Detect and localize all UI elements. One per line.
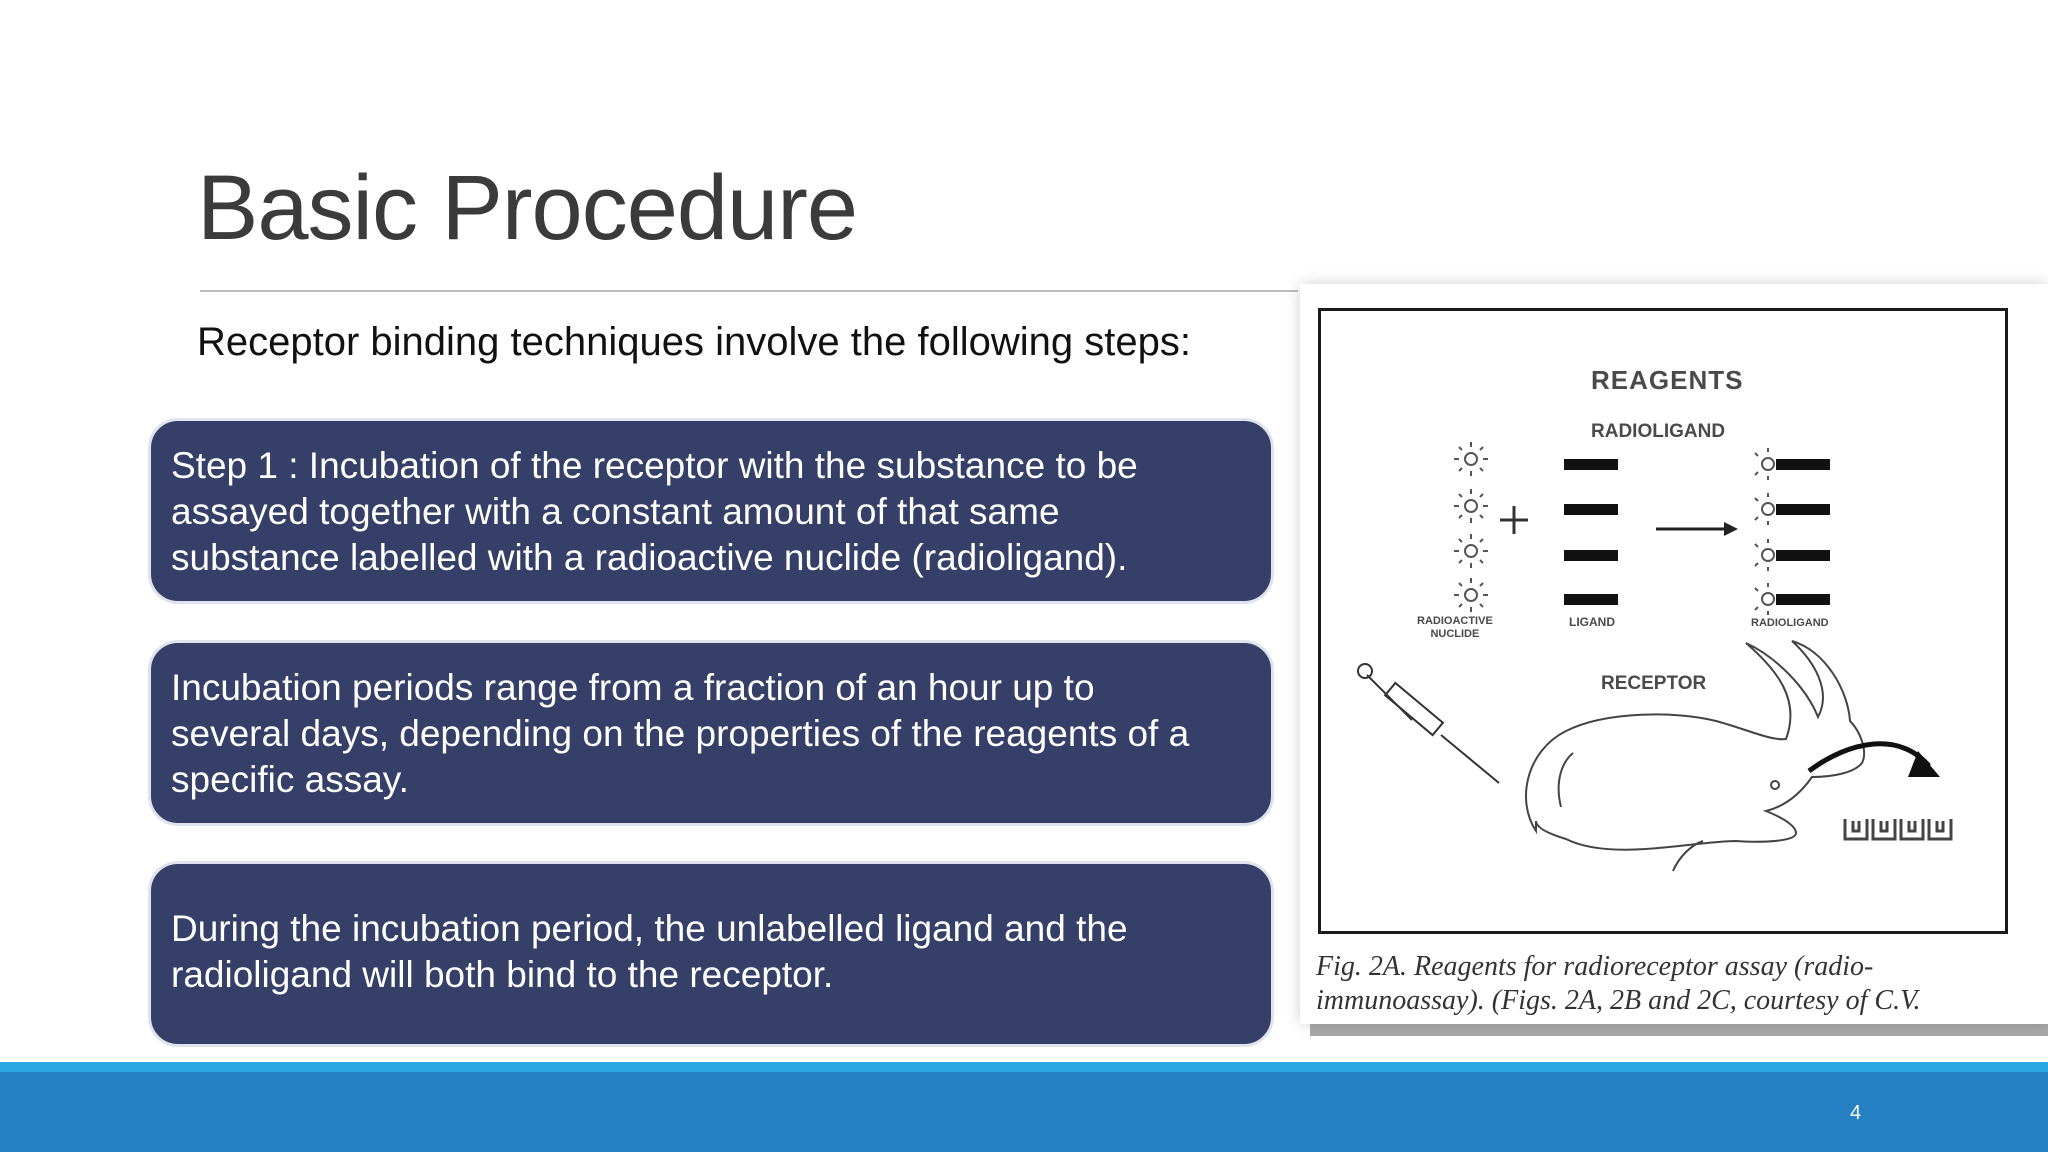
ligand-label: LIGAND — [1569, 615, 1615, 629]
footer-accent-line — [0, 1062, 2048, 1072]
reagents-diagram — [1357, 442, 1953, 872]
step-1-line-2: assayed together with a constant amount … — [171, 491, 1060, 532]
radioactive-nuclide-label: RADIOACTIVE NUCLIDE — [1417, 615, 1493, 640]
radioligand-small-label: RADIOLIGAND — [1751, 617, 1829, 629]
right-arrow-icon — [1656, 522, 1738, 536]
step-box-1: Step 1 : Incubation of the receptor with… — [148, 418, 1274, 604]
footer-bar — [0, 1072, 2048, 1152]
reagents-label: REAGENTS — [1591, 365, 1744, 395]
slide-number: 4 — [1850, 1102, 1862, 1124]
intro-text: Receptor binding techniques involve the … — [197, 320, 1191, 364]
curved-arrow-icon — [1807, 741, 1940, 777]
figure-diagram: REAGENTS RADIOLIGAND RADIOACTIVE NUCLIDE… — [1318, 308, 2008, 934]
radioligand-icons — [1754, 448, 1830, 615]
caption-line-1: Fig. 2A. Reagents for radioreceptor assa… — [1316, 951, 1874, 982]
title-divider — [200, 290, 1298, 292]
step-3-line-1: During the incubation period, the unlabe… — [171, 908, 1128, 949]
test-tubes-icon — [1843, 819, 1953, 841]
step-box-2: Incubation periods range from a fraction… — [148, 640, 1274, 826]
step-1-line-3: substance labelled with a radioactive nu… — [171, 537, 1128, 578]
syringe-icon — [1357, 663, 1500, 784]
step-box-3: During the incubation period, the unlabe… — [148, 861, 1274, 1047]
step-3-line-2: radioligand will both bind to the recept… — [171, 954, 834, 995]
figure-caption: Fig. 2A. Reagents for radioreceptor assa… — [1316, 950, 2032, 1018]
nuclide-icon — [1454, 489, 1488, 523]
rabbit-drawing — [1525, 640, 1866, 872]
plus-icon — [1500, 506, 1528, 534]
radioligand-label: RADIOLIGAND — [1591, 421, 1726, 442]
caption-line-2: immunoassay). (Figs. 2A, 2B and 2C, cour… — [1316, 985, 1921, 1016]
ligand-bars — [1564, 459, 1618, 605]
nuclide-icon — [1454, 442, 1488, 476]
nuclide-icon — [1454, 534, 1488, 568]
assay-figure: REAGENTS RADIOLIGAND RADIOACTIVE NUCLIDE… — [1300, 284, 2048, 1024]
receptor-label: RECEPTOR — [1601, 673, 1707, 694]
radioactive-nuclide-icons — [1454, 442, 1488, 612]
step-2-line-2: several days, depending on the propertie… — [171, 713, 1190, 754]
step-1-line-1: Step 1 : Incubation of the receptor with… — [171, 445, 1138, 486]
step-2-line-1: Incubation periods range from a fraction… — [171, 667, 1095, 708]
slide-title: Basic Procedure — [197, 157, 858, 259]
step-2-line-3: specific assay. — [171, 759, 409, 800]
nuclide-icon — [1454, 578, 1488, 612]
